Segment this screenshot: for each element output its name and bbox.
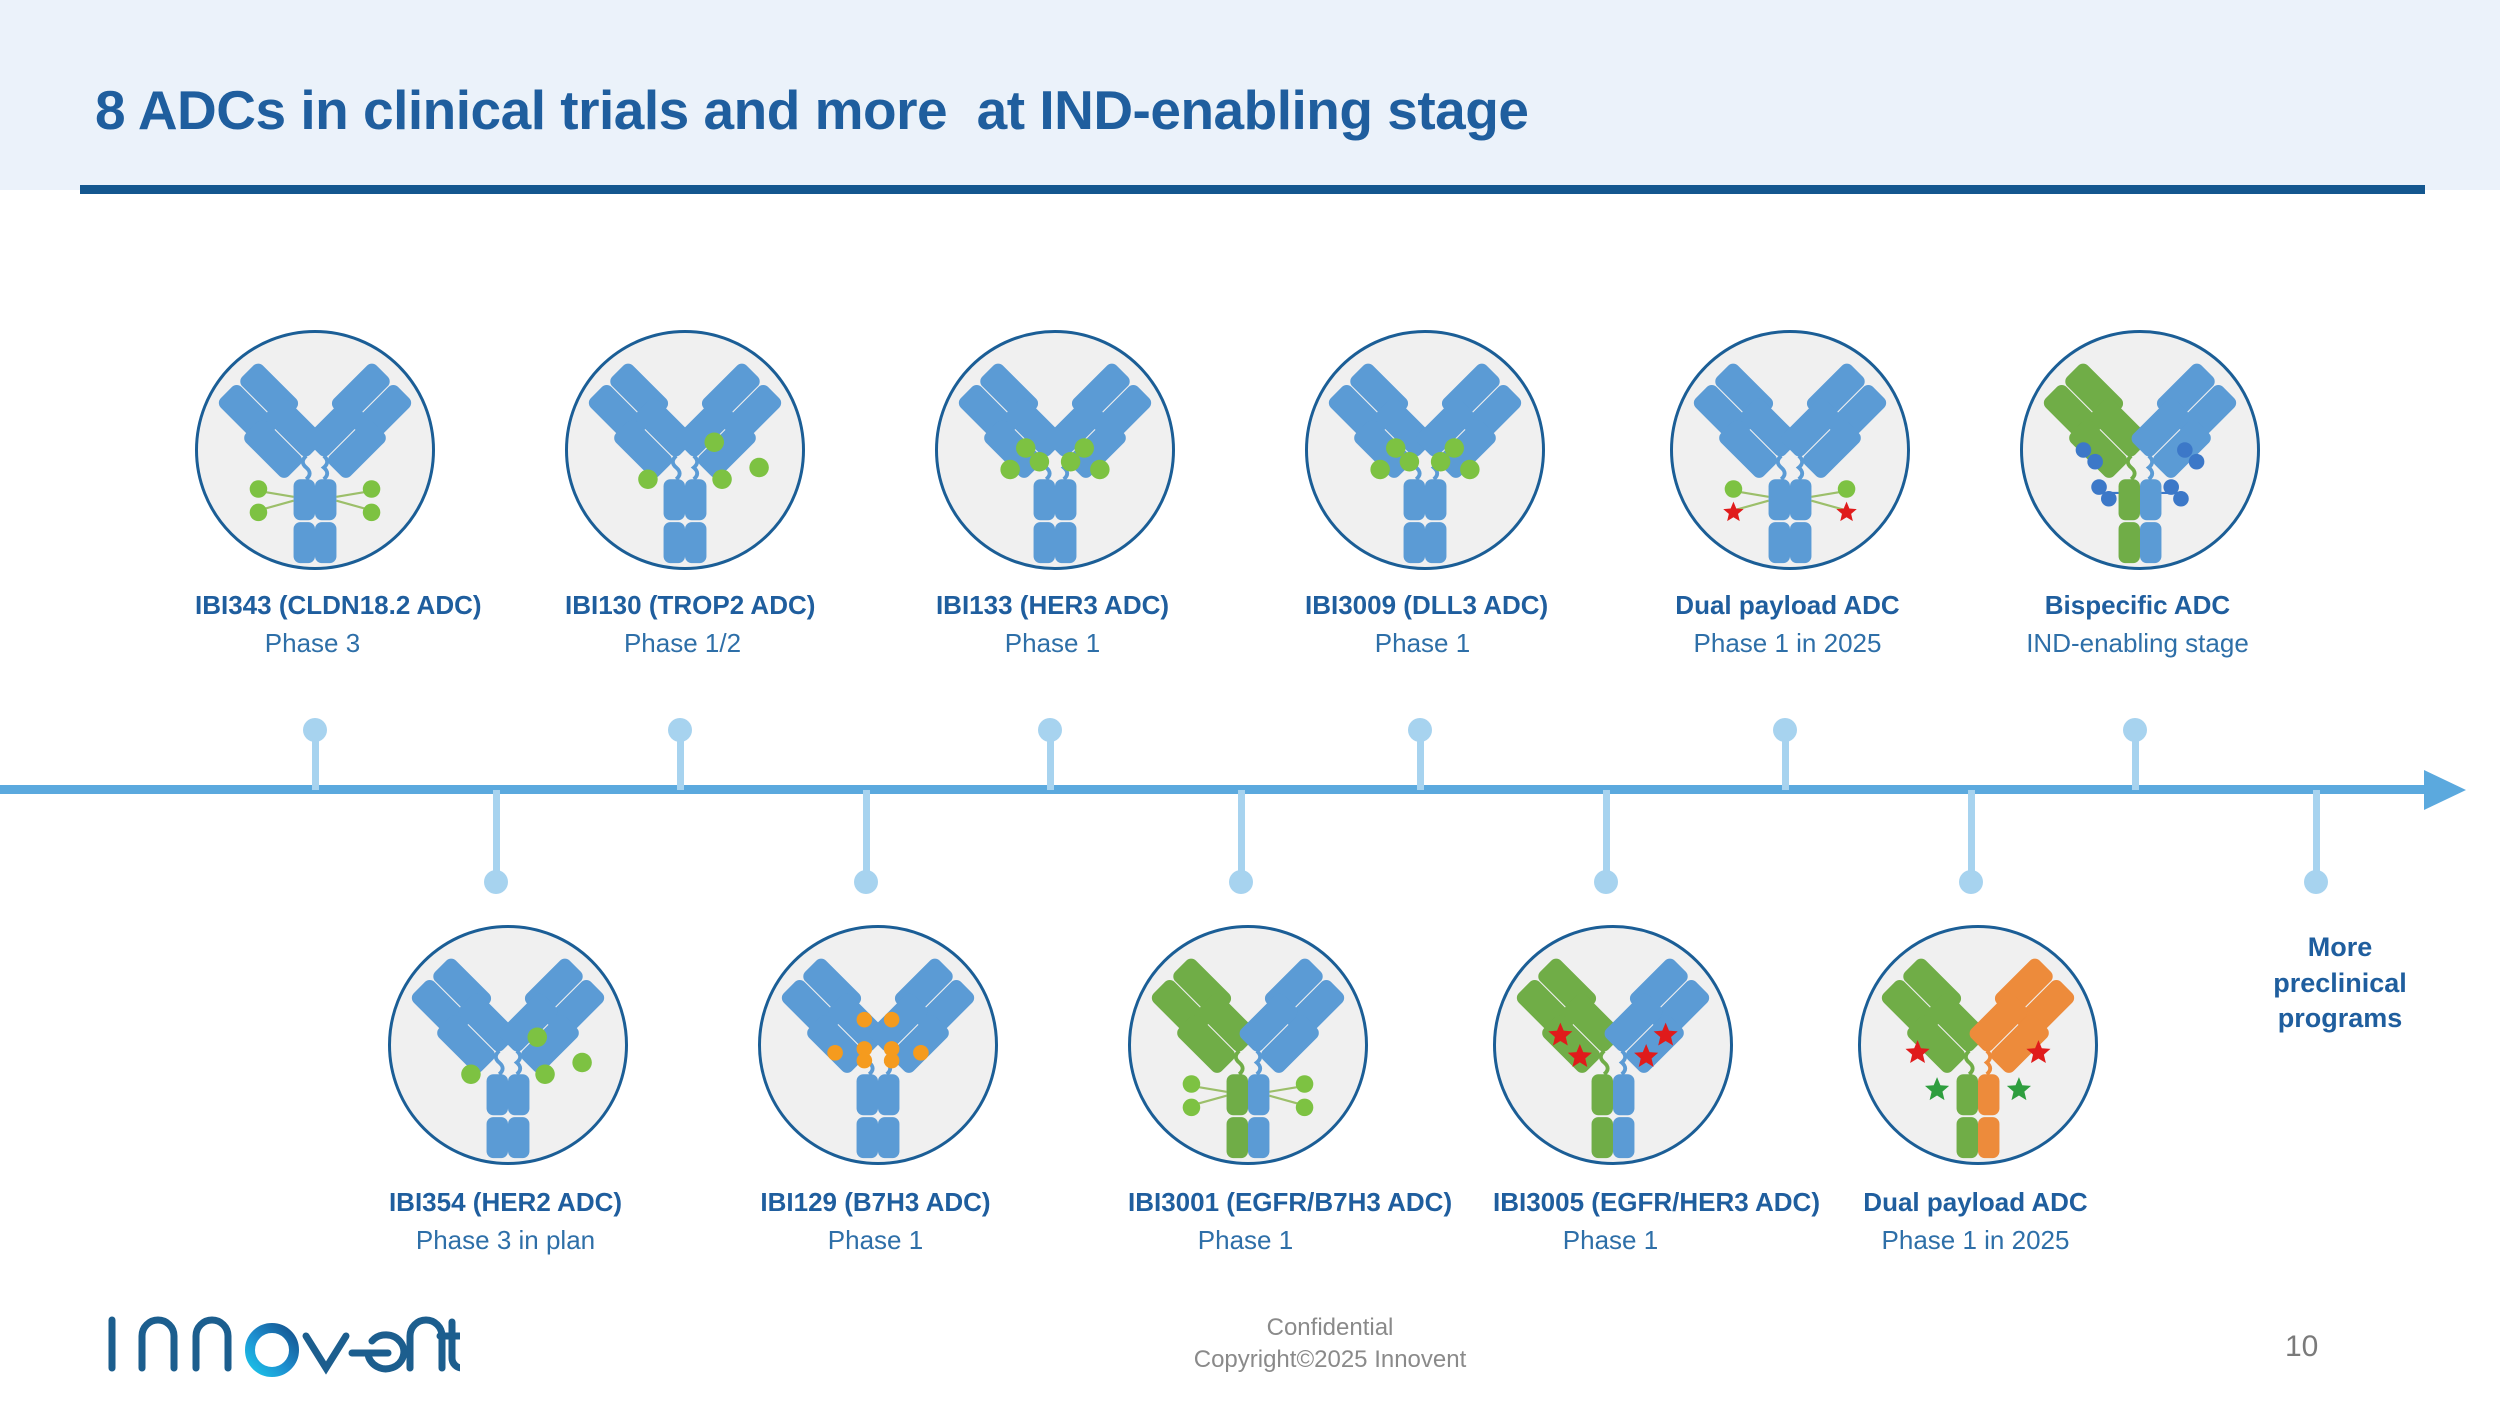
node-label-phase: Phase 1 in 2025 xyxy=(1881,1224,2070,1255)
node-label-phase: Phase 1 xyxy=(1374,627,1471,658)
antibody-diagram xyxy=(411,958,605,1159)
antibody-diagram xyxy=(1693,363,1887,564)
pipeline-node-ibi133[interactable]: IBI133 (HER3 ADC) Phase 1 xyxy=(935,330,1175,659)
antibody-icon-ibi343 xyxy=(195,330,435,570)
node-label-name: IBI130 (TROP2 ADC) xyxy=(565,590,816,620)
pipeline-node-ibi3005[interactable]: IBI3005 (EGFR/HER3 ADC) Phase 1 xyxy=(1493,925,1820,1256)
timeline-marker-dot-bottom-6 xyxy=(2304,870,2328,894)
timeline-stem-top-6 xyxy=(2132,728,2139,790)
title-underline-rule xyxy=(80,185,2425,194)
antibody-diagram xyxy=(1328,363,1522,564)
pipeline-node-ibi3009[interactable]: IBI3009 (DLL3 ADC) Phase 1 xyxy=(1305,330,1549,659)
timeline-stem-bottom-1 xyxy=(493,790,500,878)
node-label-name: Bispecific ADC xyxy=(2044,590,2231,620)
pipeline-node-ibi3001[interactable]: IBI3001 (EGFR/B7H3 ADC) Phase 1 xyxy=(1128,925,1453,1256)
pipeline-node-ibi130[interactable]: IBI130 (TROP2 ADC) Phase 1/2 xyxy=(565,330,816,659)
antibody-icon-dual-payload-bottom xyxy=(1858,925,2098,1165)
antibody-diagram xyxy=(1516,958,1710,1159)
timeline-marker-dot-bottom-1 xyxy=(484,870,508,894)
node-label-name: Dual payload ADC xyxy=(1863,1187,2088,1217)
timeline-arrow-icon xyxy=(2424,770,2466,810)
timeline-axis xyxy=(0,785,2430,794)
timeline-stem-top-4 xyxy=(1417,728,1424,790)
timeline-marker-dot-bottom-4 xyxy=(1594,870,1618,894)
header-band xyxy=(0,0,2500,190)
timeline-stem-top-2 xyxy=(677,728,684,790)
node-label-phase: Phase 1 xyxy=(1562,1224,1659,1255)
pipeline-node-dual-payload-top[interactable]: Dual payload ADC Phase 1 in 2025 xyxy=(1670,330,1910,659)
antibody-icon-ibi354 xyxy=(388,925,628,1165)
antibody-diagram xyxy=(218,363,412,564)
node-label-phase: Phase 3 xyxy=(264,627,361,658)
timeline-stem-bottom-5 xyxy=(1968,790,1975,878)
timeline-stem-bottom-3 xyxy=(1238,790,1245,878)
pipeline-node-bispecific[interactable]: Bispecific ADC IND-enabling stage xyxy=(2020,330,2260,659)
node-label-name: IBI3009 (DLL3 ADC) xyxy=(1305,590,1549,620)
pipeline-node-ibi343[interactable]: IBI343 (CLDN18.2 ADC) Phase 3 xyxy=(195,330,482,659)
antibody-diagram xyxy=(958,363,1152,564)
node-label-phase: IND-enabling stage xyxy=(2026,627,2249,658)
antibody-icon-ibi130 xyxy=(565,330,805,570)
node-label-name: IBI343 (CLDN18.2 ADC) xyxy=(195,590,482,620)
node-label-name: IBI3001 (EGFR/B7H3 ADC) xyxy=(1128,1187,1453,1217)
pipeline-node-ibi354[interactable]: IBI354 (HER2 ADC) Phase 3 in plan xyxy=(388,925,628,1256)
footer-confidential-note: Confidential Copyright©2025 Innovent xyxy=(1080,1312,1580,1376)
timeline-stem-bottom-4 xyxy=(1603,790,1610,878)
footer-copyright-line: Copyright©2025 Innovent xyxy=(1193,1345,1467,1373)
antibody-diagram xyxy=(2043,363,2237,564)
footer-confidential-line: Confidential xyxy=(1266,1314,1394,1341)
node-label-phase: Phase 1/2 xyxy=(623,627,742,658)
node-label-phase: Phase 1 in 2025 xyxy=(1693,627,1882,658)
more-preclinical-line-1: More xyxy=(2307,932,2373,962)
node-label-name: Dual payload ADC xyxy=(1675,590,1900,620)
more-preclinical-line-2: preclinical xyxy=(2273,967,2407,998)
antibody-icon-ibi3005 xyxy=(1493,925,1733,1165)
timeline-marker-dot-bottom-5 xyxy=(1959,870,1983,894)
innovent-logo xyxy=(108,1316,460,1377)
node-label-phase: Phase 1 xyxy=(1197,1224,1294,1255)
more-preclinical-line-3: programs xyxy=(2277,1003,2403,1034)
node-label-name: IBI129 (B7H3 ADC) xyxy=(760,1187,991,1217)
antibody-diagram xyxy=(781,958,975,1159)
antibody-diagram xyxy=(1881,958,2075,1159)
antibody-icon-ibi3009 xyxy=(1305,330,1545,570)
timeline-stem-top-3 xyxy=(1047,728,1054,790)
timeline-marker-dot-bottom-3 xyxy=(1229,870,1253,894)
pipeline-node-dual-payload-bottom[interactable]: Dual payload ADC Phase 1 in 2025 xyxy=(1858,925,2098,1256)
node-label-name: IBI3005 (EGFR/HER3 ADC) xyxy=(1493,1187,1820,1217)
more-preclinical-programs-label: More preclinical programs xyxy=(2240,930,2440,1037)
timeline-stem-top-1 xyxy=(312,728,319,790)
node-label-phase: Phase 3 in plan xyxy=(415,1224,596,1255)
node-label-name: IBI133 (HER3 ADC) xyxy=(935,590,1170,620)
node-label-phase: Phase 1 xyxy=(1004,627,1101,658)
antibody-diagram xyxy=(588,363,782,564)
antibody-icon-bispecific xyxy=(2020,330,2260,570)
antibody-icon-dual-payload-top xyxy=(1670,330,1910,570)
timeline-marker-dot-bottom-2 xyxy=(854,870,878,894)
node-label-name: IBI354 (HER2 ADC) xyxy=(388,1187,623,1217)
node-label-phase: Phase 1 xyxy=(827,1224,924,1255)
antibody-icon-ibi133 xyxy=(935,330,1175,570)
antibody-icon-ibi3001 xyxy=(1128,925,1368,1165)
antibody-icon-ibi129 xyxy=(758,925,998,1165)
pipeline-node-ibi129[interactable]: IBI129 (B7H3 ADC) Phase 1 xyxy=(758,925,998,1256)
timeline-stem-bottom-6 xyxy=(2313,790,2320,878)
timeline-stem-bottom-2 xyxy=(863,790,870,878)
antibody-diagram xyxy=(1151,958,1345,1159)
page-title: 8 ADCs in clinical trials and more at IN… xyxy=(95,79,1529,141)
timeline-stem-top-5 xyxy=(1782,728,1789,790)
page-number: 10 xyxy=(2285,1330,2319,1363)
